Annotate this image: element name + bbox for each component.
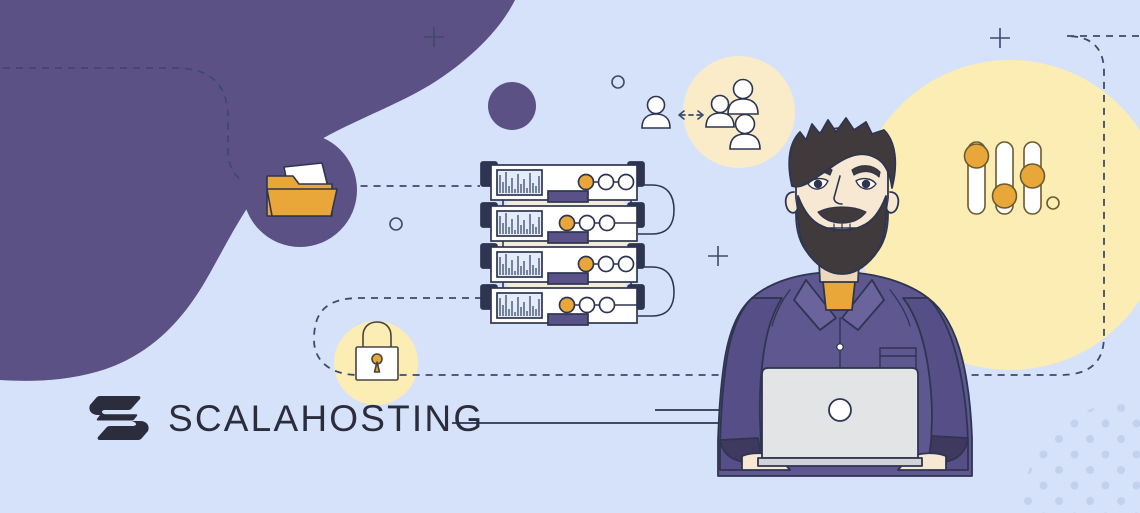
padlock-icon (355, 321, 399, 381)
user-icon (641, 95, 671, 129)
shirt-button (836, 343, 844, 351)
laptop-icon (757, 367, 923, 467)
purple-accent-circle (488, 82, 536, 130)
hair (788, 117, 897, 189)
plus-mark-icon (990, 28, 1010, 48)
folder-with-document-icon (266, 162, 338, 217)
user-icon (705, 94, 735, 128)
eye-left (807, 177, 829, 190)
small-outline-circle (611, 75, 625, 89)
server-unit-1 (480, 161, 645, 203)
slider-knob-2[interactable] (991, 183, 1018, 209)
plus-mark-icon (424, 27, 444, 47)
slider-knob-3[interactable] (1019, 163, 1046, 189)
server-unit-4 (480, 284, 645, 326)
eye-right (855, 177, 877, 190)
plus-mark-icon (708, 246, 728, 266)
bidirectional-dashed-arrow (678, 110, 704, 120)
slider-knob-1[interactable] (963, 143, 990, 169)
server-unit-3 (480, 243, 645, 285)
nose (833, 175, 843, 205)
shirt-right-arm (902, 297, 969, 471)
server-unit-2 (480, 202, 645, 244)
dot-grid-pattern (1022, 400, 1140, 513)
eyebrow-right (851, 165, 881, 178)
yellow-accent-circle (855, 60, 1140, 370)
brand-logo-group: SCALAHOSTING (88, 392, 484, 444)
ear-right (886, 191, 900, 214)
dashed-path-lock (313, 35, 1140, 376)
ear-left (784, 191, 798, 214)
scalahosting-s-logo-icon (89, 396, 149, 440)
small-outline-circle (1046, 196, 1060, 210)
brand-name: SCALAHOSTING (168, 397, 485, 439)
small-outline-circle (389, 217, 403, 231)
user-icon (729, 113, 761, 150)
user-icon (727, 78, 759, 115)
moustache (817, 206, 867, 224)
